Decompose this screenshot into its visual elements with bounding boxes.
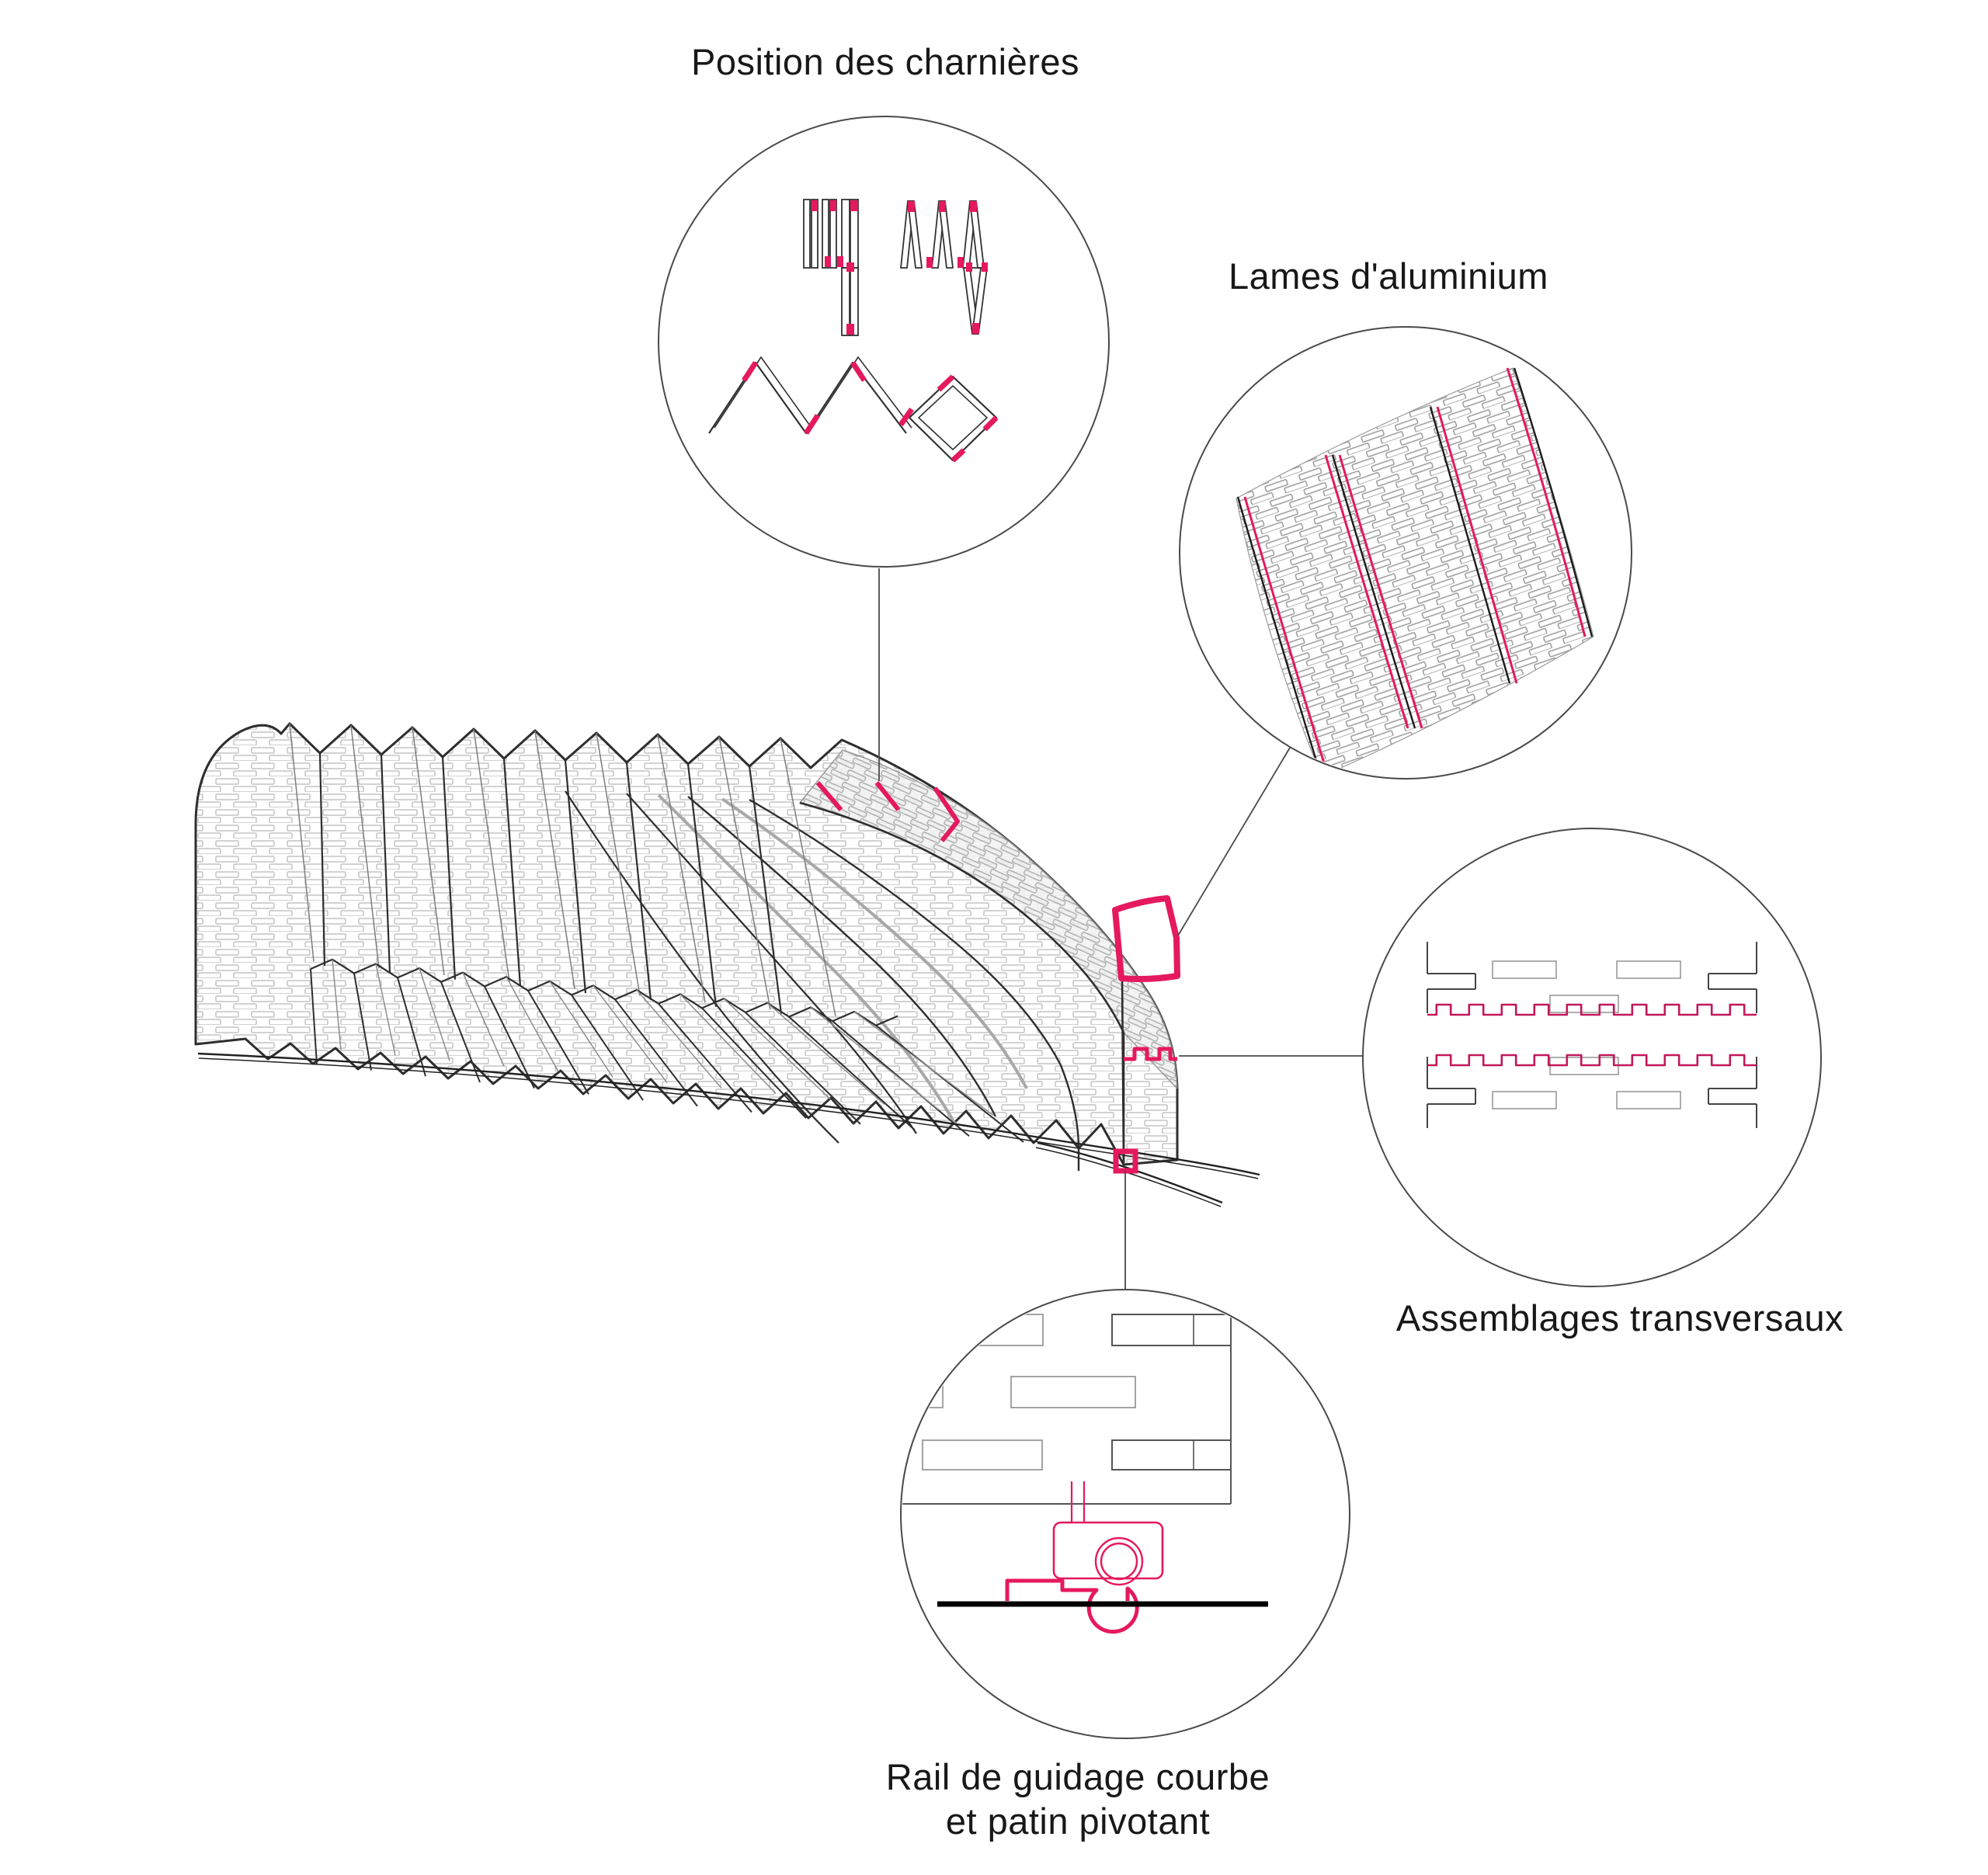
callout-rail-title-line2: et patin pivotant [946, 1800, 1210, 1842]
callout-guide-rail: Rail de guidage courbe et patin pivotant [886, 1289, 1350, 1842]
leader-lines [878, 568, 1362, 1290]
callout-slats-title: Lames d'aluminium [1229, 255, 1548, 297]
callout-joints-title: Assemblages transversaux [1396, 1297, 1844, 1339]
joints-detail-drawing [1427, 942, 1757, 1128]
callout-transverse-joints: Assemblages transversaux [1362, 828, 1844, 1339]
callout-rail-circle [900, 1289, 1350, 1739]
pavilion-axonometric [194, 722, 1260, 1207]
callout-aluminium-slats: Lames d'aluminium [1179, 255, 1632, 780]
slats-detail-drawing [1236, 367, 1594, 777]
hinge-detail-drawing [708, 199, 999, 463]
callout-hinges-circle [658, 116, 1110, 568]
callout-rail-title-line1: Rail de guidage courbe [886, 1756, 1270, 1797]
callout-hinges-title: Position des charnières [691, 41, 1079, 82]
rail-detail-drawing [902, 1314, 1268, 1634]
callout-hinges: Position des charnières [658, 41, 1110, 568]
